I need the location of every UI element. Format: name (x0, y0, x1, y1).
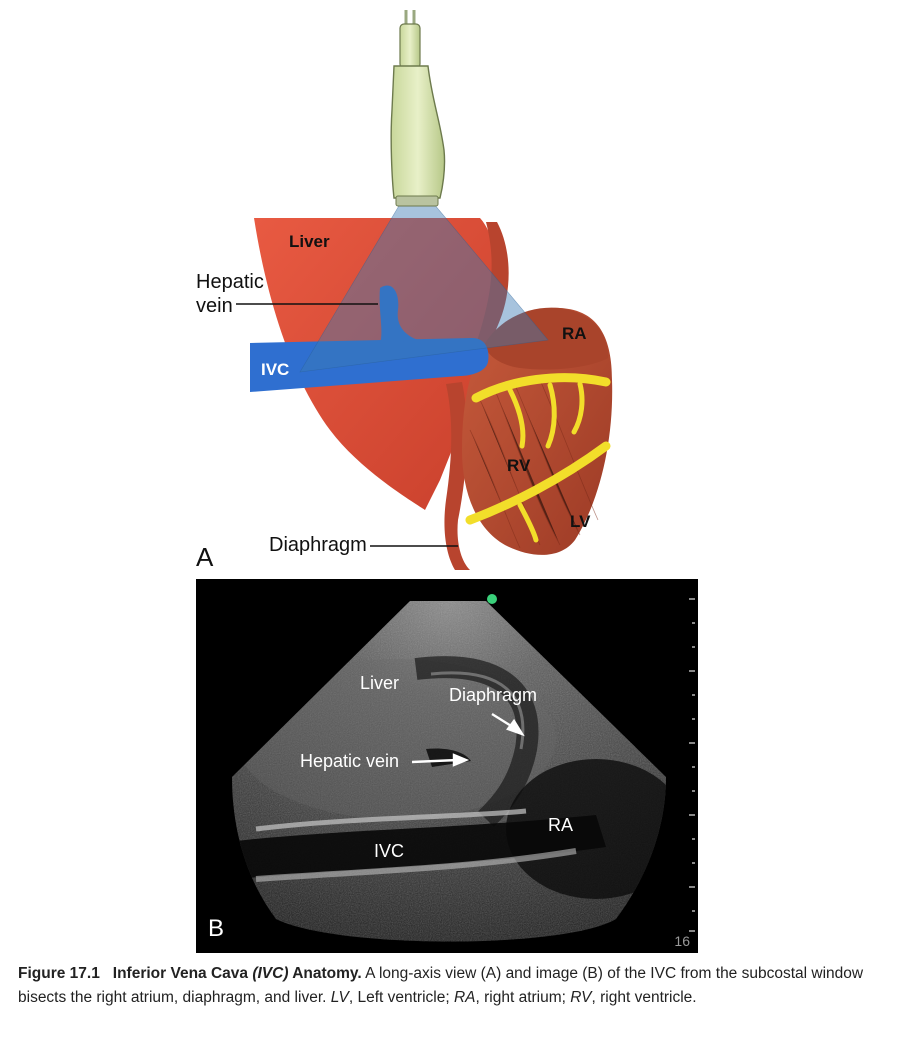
orientation-marker (487, 594, 497, 604)
label-hepatic-vein-line1: Hepatic (196, 271, 264, 293)
annotation-arrows (411, 712, 525, 767)
us-label-ivc: IVC (374, 841, 405, 861)
depth-scale (689, 598, 695, 932)
figure-title-abbr: (IVC) (252, 965, 289, 982)
ivc-lumen (236, 815, 606, 879)
caption-rv-abbr: RV (570, 989, 592, 1006)
label-hepatic-vein: Hepatic vein (196, 270, 264, 318)
ultrasound-beam (300, 204, 548, 372)
ultrasound-probe (390, 65, 446, 199)
label-rv: RV (507, 456, 531, 475)
panel-a-illustration: Liver Hepatic vein IVC RA RV LV Diaphrag… (196, 10, 613, 572)
caption-lv-abbr: LV (330, 989, 349, 1006)
panel-b-ultrasound: Liver Diaphragm Hepatic vein RA IVC B 16 (196, 579, 698, 953)
panel-b-letter: B (208, 915, 225, 942)
figure-title-post: Anatomy. (288, 965, 362, 982)
hepatic-vein-vessel (379, 285, 418, 344)
label-diaphragm: Diaphragm (269, 534, 367, 556)
caption-text: A long-axis view (A) and image (B) of th… (18, 965, 864, 1006)
figure-caption: Figure 17.1 Inferior Vena Cava (IVC) Ana… (18, 962, 888, 1010)
ultrasound-image (232, 594, 695, 942)
probe-cable (399, 23, 421, 69)
right-atrium-shape (484, 307, 608, 370)
us-label-diaphragm: Diaphragm (449, 685, 538, 705)
us-label-liver: Liver (360, 673, 400, 693)
heart-shape (462, 307, 613, 555)
caption-lv-def: , Left ventricle; (348, 989, 454, 1006)
caption-rv-def: , right ventricle. (591, 989, 697, 1006)
diaphragm-shape (466, 222, 509, 374)
us-label-hepatic-vein: Hepatic vein (300, 751, 400, 771)
ivc-vessel (250, 338, 489, 392)
label-ivc: IVC (261, 360, 290, 379)
caption-ra-abbr: RA (453, 989, 476, 1006)
anatomy-illustration (236, 10, 613, 570)
us-label-ra: RA (548, 815, 574, 835)
label-lv: LV (570, 512, 591, 531)
panel-a-letter: A (196, 542, 214, 572)
label-ra: RA (562, 324, 587, 343)
figure-title-pre: Inferior Vena Cava (112, 965, 253, 982)
depth-number: 16 (674, 933, 690, 949)
label-hepatic-vein-line2: vein (196, 295, 233, 317)
label-liver: Liver (289, 232, 330, 251)
caption-ra-def: , right atrium; (475, 989, 571, 1006)
figure-number: Figure 17.1 (18, 965, 100, 982)
